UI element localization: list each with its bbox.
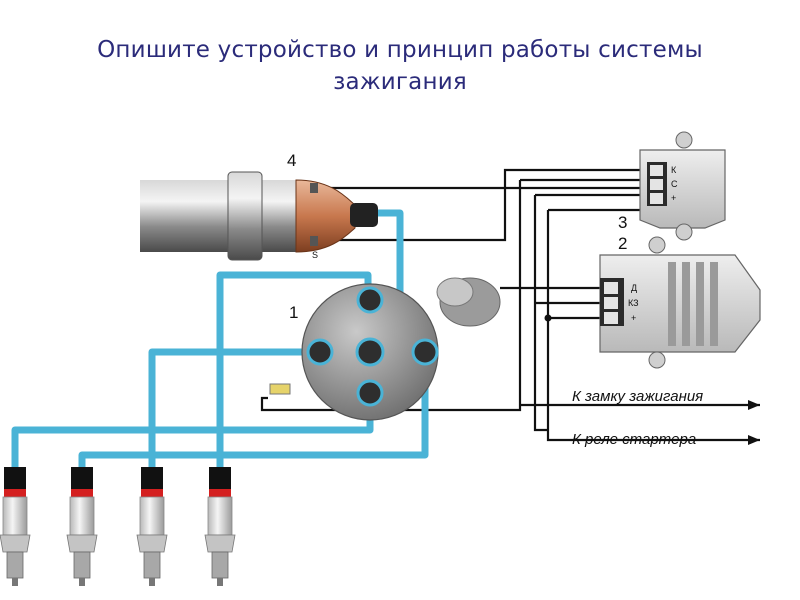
- wire-coil-bottom: [318, 168, 645, 242]
- title-line-1: Опишите устройство и принцип работы сист…: [97, 37, 703, 63]
- spark-plug-3: [136, 467, 168, 586]
- switch-terminal-c: С: [671, 179, 678, 189]
- label-starter-relay: К реле стартера: [572, 431, 696, 448]
- hv-plug-3: [148, 348, 322, 474]
- hv-plug-2: [78, 346, 429, 474]
- regulator-number: 2: [618, 234, 627, 253]
- distributor-number: 1: [289, 303, 298, 322]
- regulator-terminal-plus: +: [631, 313, 636, 323]
- regulator-terminal-kz: КЗ: [628, 298, 639, 308]
- slide-title: Опишите устройство и принцип работы сист…: [0, 34, 800, 98]
- wire-distributor-lead: [260, 396, 522, 412]
- low-voltage-wiring: [260, 168, 760, 442]
- switch-terminal-k: К: [671, 165, 677, 175]
- switch-number: 3: [618, 213, 627, 232]
- distributor: [269, 277, 501, 421]
- coil-number: 4: [287, 151, 296, 170]
- junction-dot: [544, 314, 552, 322]
- spark-plug-1: [0, 467, 31, 586]
- arrow-to-relay: [748, 435, 760, 445]
- coil-terminal-label: S: [312, 250, 318, 260]
- switch-terminal-plus: +: [671, 193, 676, 203]
- title-line-2: зажигания: [333, 69, 467, 95]
- ignition-coil: S: [140, 171, 378, 261]
- voltage-regulator: [599, 236, 761, 369]
- arrow-to-lock: [748, 400, 760, 410]
- wire-bus-2: [533, 193, 645, 420]
- label-ignition-lock: К замку зажигания: [572, 388, 703, 405]
- wire-bus-3: [546, 208, 760, 442]
- switch-unit: [639, 131, 726, 241]
- regulator-terminal-d: Д: [631, 283, 637, 293]
- wire-bus-1: [518, 178, 645, 405]
- spark-plug-4: [204, 467, 236, 586]
- spark-plug-2: [66, 467, 98, 586]
- wire-to-relay: [533, 420, 548, 432]
